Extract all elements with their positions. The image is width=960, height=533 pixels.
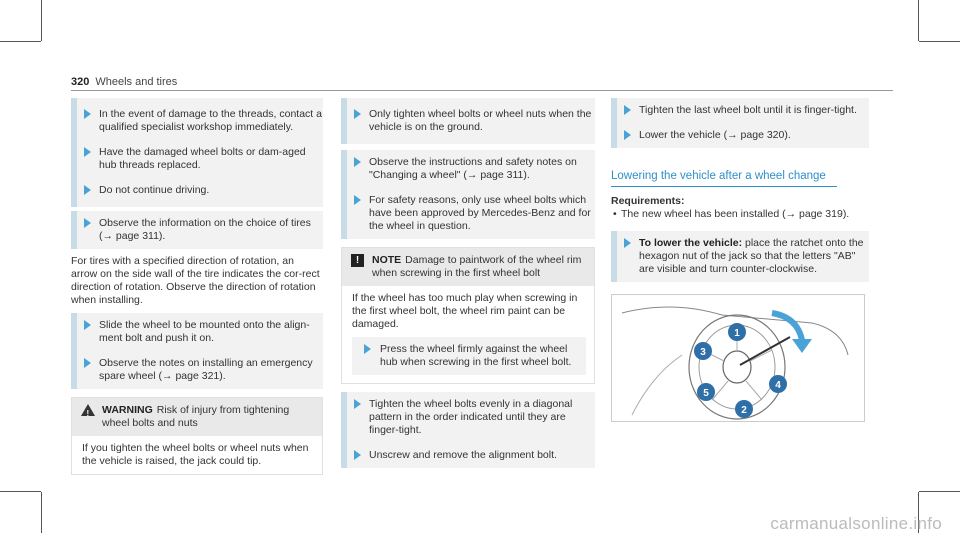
step-lower-vehicle: Lower the vehicle (→ page 320).: [611, 123, 869, 148]
step-arrow-icon: [354, 109, 361, 119]
bolt-marker-3: [694, 342, 712, 360]
step-arrow-icon: [84, 218, 91, 228]
step-tighten-on-ground: Only tighten wheel bolts or wheel nuts w…: [347, 102, 595, 140]
bolt-marker-4: [769, 375, 787, 393]
note-title: Damage to paintwork of the wheel rim whe…: [372, 254, 582, 279]
section-title: Wheels and tires: [95, 76, 178, 88]
requirement-item: The new wheel has been installed (→ page…: [611, 208, 869, 221]
crop-mark: [41, 492, 42, 533]
crop-mark: [41, 0, 42, 41]
step-arrow-icon: [84, 185, 91, 195]
step-arrow-icon: [84, 109, 91, 119]
step-arrow-icon: [624, 238, 631, 248]
step-arrow-icon: [354, 450, 361, 460]
wheel-bolt-figure: 1 2 3 4 5: [611, 294, 865, 422]
bolt-label-5: 5: [703, 388, 709, 399]
step-arrow-icon: [624, 130, 631, 140]
watermark: carmanualsonline.info: [770, 514, 942, 533]
step-tighten-diagonal: Tighten the wheel bolts evenly in a diag…: [341, 392, 595, 443]
step-observe-tires: Observe the information on the choice of…: [71, 211, 323, 249]
step-remove-alignment-bolt: Unscrew and remove the alignment bolt.: [341, 443, 595, 468]
column-1: In the event of damage to the threads, c…: [71, 98, 323, 483]
page-header: 320 Wheels and tires: [71, 76, 177, 89]
bolt-marker-2: [735, 400, 753, 418]
step-lower-label: To lower the vehicle:: [639, 237, 743, 249]
column-2: Only tighten wheel bolts or wheel nuts w…: [341, 98, 595, 468]
warning-body: If you tighten the wheel bolts or wheel …: [82, 442, 309, 467]
step-contact-workshop: In the event of damage to the threads, c…: [77, 102, 323, 140]
warning-label: WARNING: [102, 404, 153, 416]
step-arrow-icon: [84, 320, 91, 330]
note-label: NOTE: [372, 254, 402, 266]
crop-mark: [918, 0, 919, 41]
bolt-label-1: 1: [734, 328, 740, 339]
step-arrow-icon: [624, 105, 631, 115]
step-tighten-last-bolt: Tighten the last wheel bolt until it is …: [611, 98, 869, 123]
bolt-label-4: 4: [775, 380, 781, 391]
requirements-title: Requirements:: [611, 195, 685, 207]
step-arrow-icon: [84, 147, 91, 157]
damage-steps-group: In the event of damage to the threads, c…: [71, 98, 323, 207]
step-lower-text: place the ratchet onto the hexagon nut o…: [639, 237, 864, 275]
step-arrow-icon: [354, 195, 361, 205]
crop-mark: [0, 41, 41, 42]
section-subheading: Lowering the vehicle after a wheel chang…: [611, 170, 837, 187]
note-body: If the wheel has too much play when scre…: [352, 292, 578, 330]
wheel-illustration: 1 2 3 4 5: [621, 306, 849, 420]
warning-triangle-icon: !: [81, 404, 95, 418]
step-arrow-icon: [364, 344, 371, 354]
crop-mark: [919, 491, 960, 492]
rotation-paragraph: For tires with a specified direction of …: [71, 255, 320, 306]
step-arrow-icon: [84, 358, 91, 368]
step-arrow-icon: [354, 399, 361, 409]
ground-step-group: Only tighten wheel bolts or wheel nuts w…: [341, 98, 595, 144]
page-number: 320: [71, 76, 90, 88]
step-stop-driving: Do not continue driving.: [77, 178, 323, 203]
bolt-marker-5: [697, 383, 715, 401]
step-arrow-icon: [354, 157, 361, 167]
crop-mark: [0, 491, 41, 492]
step-lower-instructions: To lower the vehicle: place the ratchet …: [611, 231, 869, 282]
step-approved-bolts: For safety reasons, only use wheel bolts…: [341, 188, 595, 239]
step-replace-bolts: Have the damaged wheel bolts or dam-aged…: [77, 140, 323, 178]
header-rule: [71, 90, 893, 91]
step-slide-wheel: Slide the wheel to be mounted onto the a…: [71, 313, 323, 351]
step-press-wheel: Press the wheel firmly against the wheel…: [352, 337, 586, 375]
column-3: Tighten the last wheel bolt until it is …: [611, 98, 869, 422]
step-spare-notes: Observe the notes on installing an emerg…: [71, 351, 323, 389]
step-observe-instructions: Observe the instructions and safety note…: [341, 150, 595, 188]
warning-title: Risk of injury from tightening wheel bol…: [102, 404, 290, 429]
exclamation-icon: !: [351, 254, 364, 267]
bolt-label-2: 2: [741, 405, 747, 416]
crop-mark: [918, 492, 919, 533]
bolt-label-3: 3: [700, 347, 706, 358]
crop-mark: [919, 41, 960, 42]
bolt-marker-1: [728, 323, 746, 341]
